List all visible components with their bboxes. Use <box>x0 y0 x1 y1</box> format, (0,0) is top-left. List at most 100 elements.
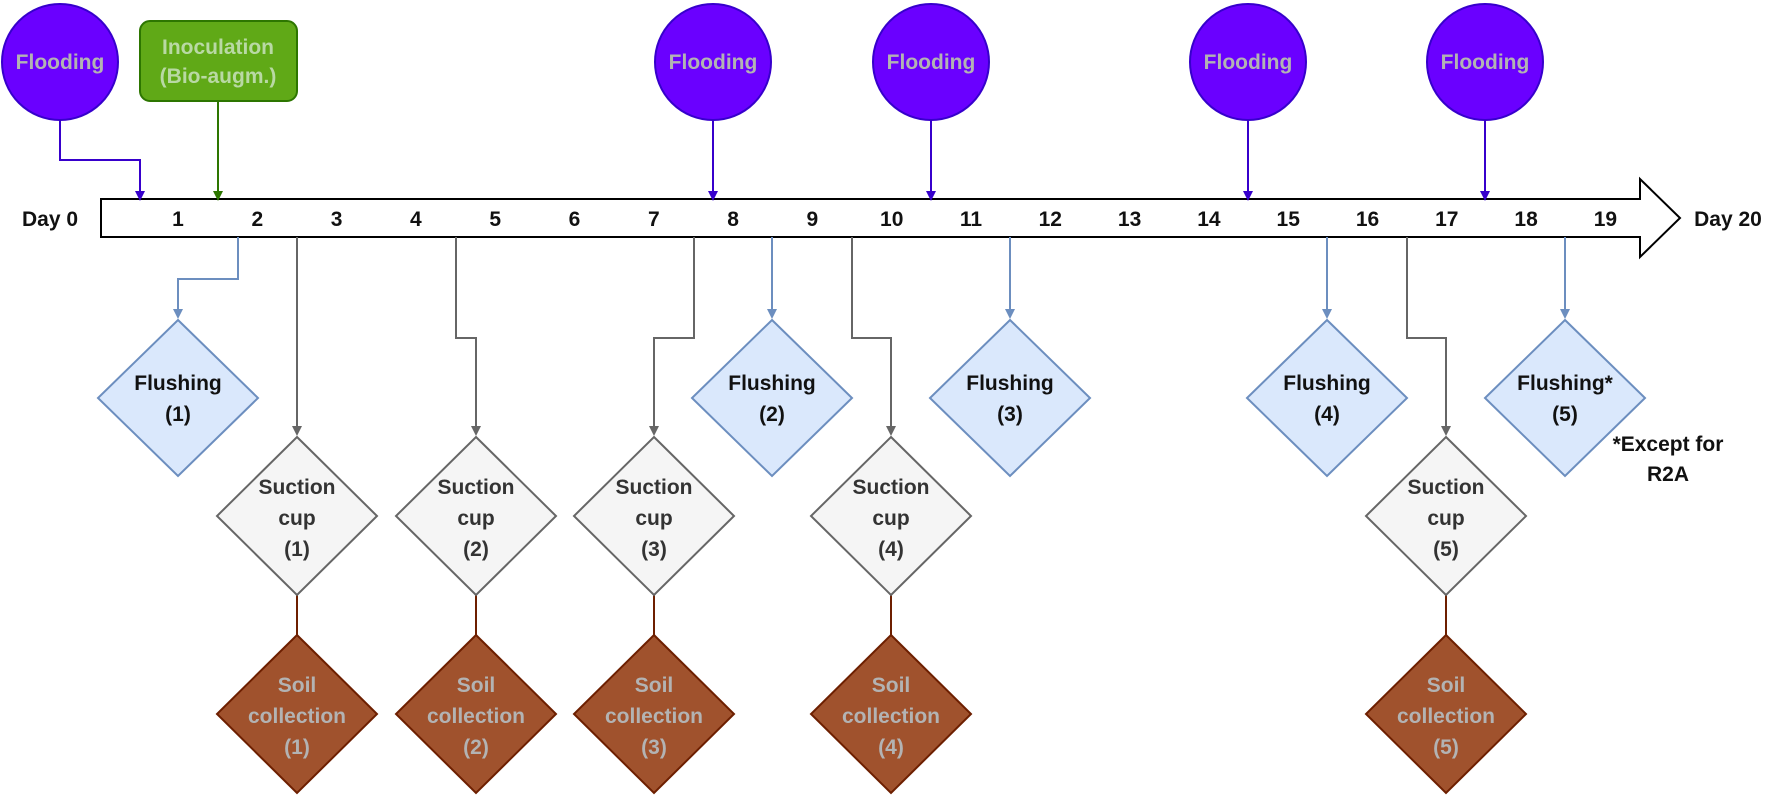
suction-3-diamond <box>572 435 736 597</box>
soil-5-number: (5) <box>1433 736 1459 759</box>
soil-4-number: (4) <box>878 736 904 759</box>
soil-connectors <box>296 595 1447 635</box>
soil-4-line1: Soil <box>872 674 911 697</box>
suction-4-line1: Suction <box>853 476 930 499</box>
suction-3-connector <box>649 237 695 436</box>
flooding-5-circle <box>1426 3 1544 121</box>
suction-2-node: Suction cup (2) <box>394 435 558 597</box>
flushing-1-diamond <box>96 318 260 478</box>
suction-3-line1: Suction <box>616 476 693 499</box>
day-12-label: 12 <box>1039 208 1062 231</box>
suction-4-line2: cup <box>872 507 909 530</box>
top-connectors <box>59 101 1490 201</box>
soil-1-number: (1) <box>284 736 310 759</box>
suction-3-line2: cup <box>635 507 672 530</box>
flushing-2-node: Flushing (2) <box>690 318 854 478</box>
inoculation-node: Inoculation (Bio-augm.) <box>139 20 298 102</box>
flushing-5-node: Flushing* (5) <box>1483 318 1647 478</box>
day-19-label: 19 <box>1594 208 1617 231</box>
suction-4-diamond <box>809 435 973 597</box>
soil-5-diamond <box>1364 633 1528 795</box>
soil-1-node: Soil collection (1) <box>215 633 379 795</box>
day-13-label: 13 <box>1118 208 1141 231</box>
flushing-5-diamond <box>1483 318 1647 478</box>
soil-3-node: Soil collection (3) <box>572 633 736 795</box>
day-4-label: 4 <box>410 208 422 231</box>
day-9-label: 9 <box>807 208 819 231</box>
day-8-label: 8 <box>727 208 739 231</box>
flooding-3-circle <box>872 3 990 121</box>
flushing-4-node: Flushing (4) <box>1245 318 1409 478</box>
flooding-3-label: Flooding <box>887 51 976 74</box>
flooding-4-label: Flooding <box>1204 51 1293 74</box>
flushing-connectors <box>173 237 1570 319</box>
day-7-label: 7 <box>648 208 660 231</box>
flooding-2-node: Flooding <box>654 3 772 121</box>
flooding-1-label: Flooding <box>16 51 105 74</box>
flooding-1-circle <box>1 3 119 121</box>
flushing-4-number: (4) <box>1314 403 1340 426</box>
flooding-5-label: Flooding <box>1441 51 1530 74</box>
flooding-5-node: Flooding <box>1426 3 1544 121</box>
suction-1-number: (1) <box>284 538 310 561</box>
soil-1-line2: collection <box>248 705 346 728</box>
soil-2-number: (2) <box>463 736 489 759</box>
soil-5-node: Soil collection (5) <box>1364 633 1528 795</box>
soil-3-line2: collection <box>605 705 703 728</box>
flushing-2-label: Flushing <box>728 372 816 395</box>
soil-4-node: Soil collection (4) <box>809 633 973 795</box>
suction-5-line1: Suction <box>1408 476 1485 499</box>
flushing-1-number: (1) <box>165 403 191 426</box>
soil-3-number: (3) <box>641 736 667 759</box>
suction-1-line1: Suction <box>259 476 336 499</box>
flushing-2-number: (2) <box>759 403 785 426</box>
flushing-3-label: Flushing <box>966 372 1054 395</box>
soil-1-line1: Soil <box>278 674 317 697</box>
flushing-3-node: Flushing (3) <box>928 318 1092 478</box>
suction-5-node: Suction cup (5) <box>1364 435 1528 597</box>
soil-2-diamond <box>394 633 558 795</box>
suction-2-diamond <box>394 435 558 597</box>
day-0-label: Day 0 <box>22 208 78 231</box>
flushing-5-number: (5) <box>1552 403 1578 426</box>
flushing-4-label: Flushing <box>1283 372 1371 395</box>
day-15-label: 15 <box>1277 208 1301 231</box>
flushing-4-diamond <box>1245 318 1409 478</box>
suction-1-line2: cup <box>278 507 315 530</box>
timeline-arrow <box>100 176 1682 260</box>
suction-4-node: Suction cup (4) <box>809 435 973 597</box>
suction-2-connector <box>455 237 481 436</box>
suction-5-diamond <box>1364 435 1528 597</box>
day-6-label: 6 <box>569 208 581 231</box>
footnote-line2: R2A <box>1647 463 1689 486</box>
soil-5-line1: Soil <box>1427 674 1466 697</box>
day-20-label: Day 20 <box>1694 208 1762 231</box>
suction-3-node: Suction cup (3) <box>572 435 736 597</box>
suction-connectors <box>292 237 1451 436</box>
suction-5-number: (5) <box>1433 538 1459 561</box>
soil-4-diamond <box>809 633 973 795</box>
soil-2-line1: Soil <box>457 674 496 697</box>
flushing-1-node: Flushing (1) <box>96 318 260 478</box>
suction-4-connector <box>851 237 896 436</box>
suction-2-number: (2) <box>463 538 489 561</box>
flushing-1-connector <box>173 237 239 319</box>
soil-1-diamond <box>215 633 379 795</box>
day-18-label: 18 <box>1514 208 1538 231</box>
day-3-label: 3 <box>331 208 343 231</box>
day-11-label: 11 <box>960 208 983 231</box>
soil-3-diamond <box>572 633 736 795</box>
flooding-1-connector <box>59 115 145 201</box>
suction-1-diamond <box>215 435 379 597</box>
suction-3-number: (3) <box>641 538 667 561</box>
flooding-2-label: Flooding <box>669 51 758 74</box>
flushing-3-number: (3) <box>997 403 1023 426</box>
day-2-label: 2 <box>251 208 263 231</box>
day-16-label: 16 <box>1356 208 1379 231</box>
soil-4-line2: collection <box>842 705 940 728</box>
day-1-label: 1 <box>172 208 184 231</box>
flooding-4-circle <box>1189 3 1307 121</box>
flushing-5-label: Flushing* <box>1517 372 1613 395</box>
